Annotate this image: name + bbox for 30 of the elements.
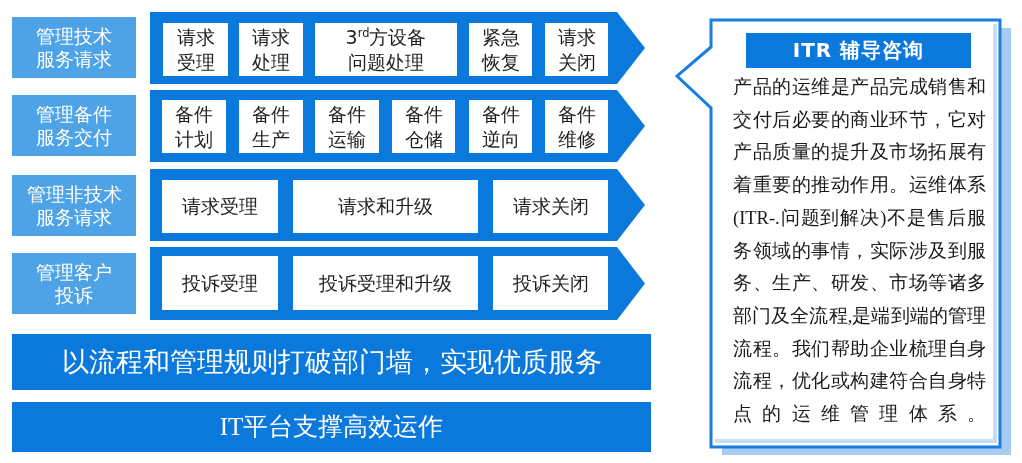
callout-text: 产品的运维是产品完成销售和交付后必要的商业环节，它对产品质量的提升及市场拓展有着重要的推动作用。运维体系(ITR-.问题到解决)不是售后服务领域的事情，实际涉及到服务、生产、研发、市场等诸多部门及全流程,是端到端的管理流程。我们帮助企业梳理自身流程，优化或构建符合自身特点的运维管理体系。 [733,76,986,427]
process-step: 请求关闭 [545,23,608,76]
process-step: 备件生产 [239,100,303,153]
row-label: 管理非技术服务请求 [12,175,136,236]
chevron-band [150,12,645,84]
callout-title: ITR 辅导咨询 [746,33,971,68]
process-step: 紧急恢复 [469,23,532,76]
process-step: 备件维修 [545,100,608,153]
process-step: 投诉受理和升级 [293,256,478,310]
process-step: 3$^{rd}$方设备问题处理 [315,23,457,76]
row-label: 管理技术服务请求 [12,17,136,78]
chevron-band [150,169,645,241]
process-step: 备件逆向 [469,100,532,153]
process-step: 请求处理 [239,23,303,76]
process-step: 备件运输 [315,100,379,153]
row-label: 管理备件服务交付 [12,95,136,156]
process-step: 请求受理 [162,180,278,233]
process-step: 投诉关闭 [493,256,608,310]
process-step: 请求关闭 [493,180,608,233]
process-step: 请求和升级 [293,180,478,233]
process-step: 请求受理 [163,23,228,76]
banner: IT平台支撑高效运作 [12,402,651,452]
chevron-band [150,247,645,320]
chevron-band [150,90,645,162]
callout-panel [674,18,1014,458]
process-step: 备件计划 [162,100,226,153]
row-label: 管理客户投诉 [12,253,136,314]
process-step: 投诉受理 [162,256,278,310]
process-step: 备件仓储 [392,100,455,153]
banner: 以流程和管理规则打破部门墙，实现优质服务 [12,334,651,390]
